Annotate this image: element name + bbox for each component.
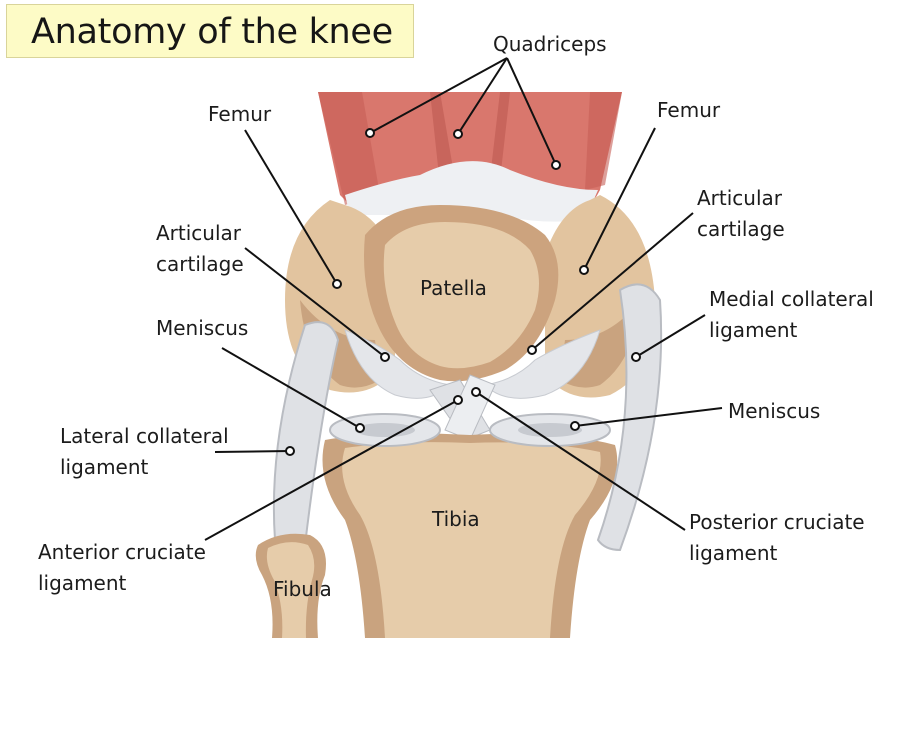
label-medial-1: Medial collateral — [709, 287, 874, 311]
title-box: Anatomy of the knee — [6, 4, 414, 58]
label-patella: Patella — [420, 276, 487, 300]
label-pcl-1: Posterior cruciate — [689, 510, 865, 534]
label-acl-2: ligament — [38, 571, 127, 595]
label-quadriceps: Quadriceps — [493, 32, 607, 56]
label-acl-1: Anterior cruciate — [38, 540, 206, 564]
label-medial-2: ligament — [709, 318, 798, 342]
diagram-labels: Quadriceps Femur Femur Articular cartila… — [38, 32, 874, 601]
label-meniscus-left: Meniscus — [156, 316, 248, 340]
label-articular-right-1: Articular — [697, 186, 783, 210]
label-fibula: Fibula — [273, 577, 332, 601]
label-articular-right-2: cartilage — [697, 217, 785, 241]
fibula-bone — [255, 533, 326, 638]
diagram-title: Anatomy of the knee — [31, 12, 393, 52]
label-femur-right: Femur — [657, 98, 721, 122]
label-femur-left: Femur — [208, 102, 272, 126]
label-tibia: Tibia — [431, 507, 480, 531]
patella-bone — [364, 205, 559, 382]
tibia-bone — [322, 433, 618, 638]
label-meniscus-right: Meniscus — [728, 399, 820, 423]
label-pcl-2: ligament — [689, 541, 778, 565]
label-articular-left-1: Articular — [156, 221, 242, 245]
lateral-collateral-ligament — [272, 321, 340, 547]
menisci — [329, 413, 611, 447]
leader-lines — [204, 57, 723, 541]
label-lateral-2: ligament — [60, 455, 149, 479]
leader-dots — [285, 128, 641, 456]
quadriceps-muscle — [318, 92, 622, 222]
label-lateral-1: Lateral collateral — [60, 424, 229, 448]
label-articular-left-2: cartilage — [156, 252, 244, 276]
